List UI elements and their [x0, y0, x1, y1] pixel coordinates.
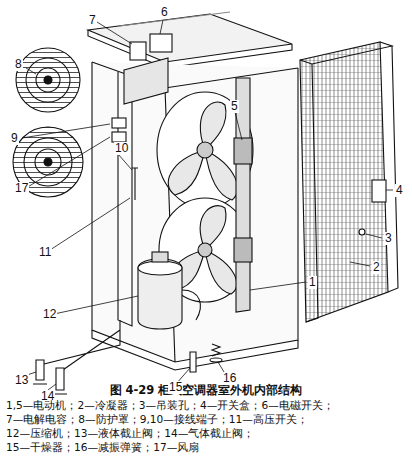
callout-number: 11: [38, 246, 52, 259]
callout-number: 17: [14, 182, 29, 195]
callout-number: 15: [168, 381, 183, 394]
callout-number: 16: [222, 372, 237, 385]
callout-number: 10: [114, 142, 129, 155]
part-list-line: 7—电解电容；8—防护罩；9,10—接线端子；11—高压开关；: [6, 413, 308, 426]
callout-number: 6: [160, 6, 169, 19]
part-list-line: 15—干燥器；16—减振弹簧；17—风扇: [6, 441, 199, 454]
callout-number: 5: [230, 100, 239, 113]
callout-number: 3: [384, 232, 393, 245]
callout-number: 12: [42, 308, 57, 321]
part-list-line: 1,5—电动机；2—冷凝器；3—吊装孔；4—开关盒；6—电磁开关；: [6, 399, 334, 412]
callout-number: 1: [308, 276, 317, 289]
callout-number: 9: [10, 132, 19, 145]
callout-number: 13: [14, 374, 29, 387]
part-list-line: 12—压缩机；13—液体截止阀；14—气体截止阀；: [6, 427, 254, 440]
callout-number: 2: [372, 261, 381, 274]
figure-caption: 图 4-29 柜式空调器室外机内部结构: [0, 383, 412, 398]
callout-number: 7: [88, 14, 97, 27]
callout-number: 8: [14, 58, 23, 71]
callout-number: 4: [395, 184, 404, 197]
